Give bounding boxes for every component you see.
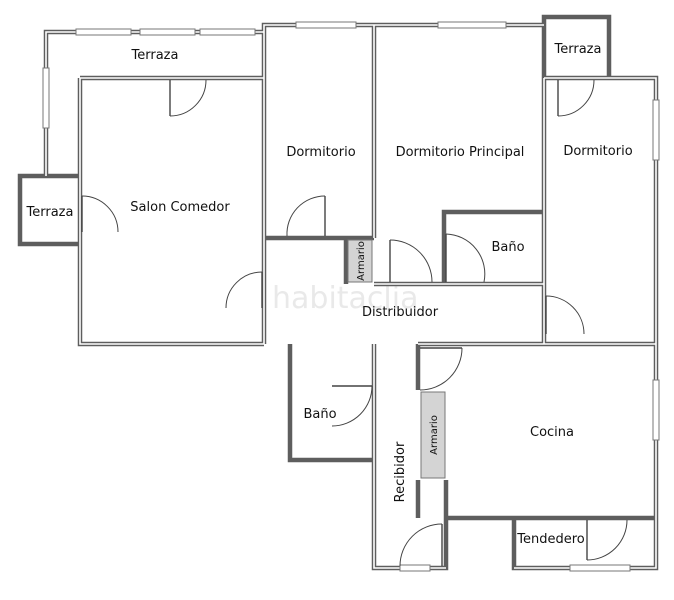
label-salon-comedor: Salon Comedor	[130, 200, 230, 215]
door-dormitorio-left	[286, 195, 326, 237]
door-salon-terrace-top	[169, 79, 207, 117]
label-cocina: Cocina	[530, 425, 574, 440]
door-cocina	[419, 347, 463, 391]
door-bano-upper	[445, 233, 486, 283]
label-recibidor: Recibidor	[393, 441, 408, 502]
closet-lower	[420, 391, 446, 479]
closet-upper	[347, 239, 373, 283]
label-armario-lower: Armario	[429, 415, 440, 455]
label-bano-lower: Baño	[303, 407, 336, 422]
label-distribuidor: Distribuidor	[362, 305, 439, 320]
label-terraza-left: Terraza	[26, 205, 74, 220]
label-tendedero: Tendedero	[516, 532, 585, 547]
windows	[42, 21, 660, 572]
door-dormitorio-principal	[389, 239, 433, 283]
door-tendedero	[586, 519, 628, 561]
label-bano-upper: Baño	[491, 240, 524, 255]
label-dormitorio-right: Dormitorio	[563, 144, 632, 159]
door-distribuidor-right	[545, 295, 585, 335]
door-dormitorio-right	[557, 79, 595, 117]
door-salon-terrace-left	[81, 195, 119, 233]
door-bano-lower	[331, 385, 373, 427]
label-dormitorio-left: Dormitorio	[286, 145, 355, 160]
label-terraza-right: Terraza	[554, 42, 602, 57]
label-armario-upper: Armario	[356, 241, 367, 281]
watermark-logo: habitaclia	[272, 281, 418, 316]
door-entrance	[399, 523, 443, 567]
label-terraza-top: Terraza	[131, 48, 179, 63]
label-dormitorio-principal: Dormitorio Principal	[396, 145, 525, 160]
door-salon-distribuidor	[225, 271, 263, 309]
